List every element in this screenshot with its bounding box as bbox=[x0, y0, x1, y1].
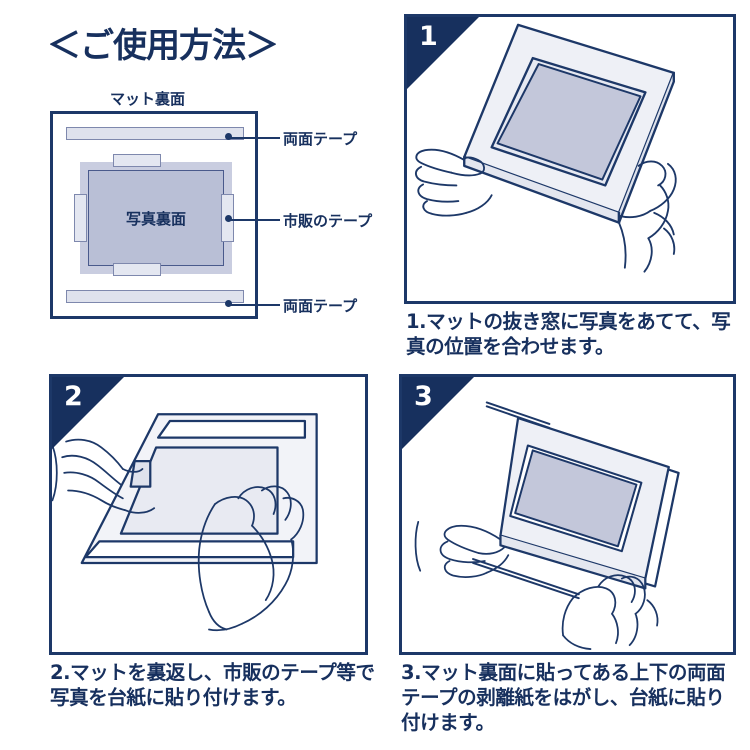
callout-label-tape-side: 市販のテープ bbox=[283, 212, 373, 230]
callout-label-tape-top: 両面テープ bbox=[283, 130, 358, 148]
retail-tape-bottom bbox=[113, 263, 161, 276]
photo-back-surface: 写真裏面 bbox=[88, 170, 224, 266]
step-2-number: 2 bbox=[64, 381, 83, 412]
mat-back-diagram: マット裏面 写真裏面 両面テープ 市販のテープ 両面テープ bbox=[40, 88, 385, 343]
mat-outline: 写真裏面 bbox=[50, 111, 258, 319]
step-panel-1: 1 bbox=[404, 14, 736, 304]
step-1-caption: 1.マットの抜き窓に写真をあてて、写真の位置を合わせます。 bbox=[406, 310, 731, 358]
step-3-illustration bbox=[414, 401, 680, 650]
page-title: ＜ご使用方法＞ bbox=[47, 26, 279, 66]
step-1-illustration bbox=[415, 23, 677, 273]
step-3-caption: 3.マット裏面に貼ってある上下の両面テープの剥離紙をはがし、台紙に貼り付けます。 bbox=[401, 661, 726, 734]
step-1-badge bbox=[407, 17, 479, 89]
double-sided-tape-top bbox=[66, 127, 244, 140]
retail-tape-left bbox=[74, 194, 87, 242]
callout-line-tape-side bbox=[228, 218, 280, 221]
step-2-badge bbox=[52, 377, 124, 449]
callout-label-tape-bottom: 両面テープ bbox=[283, 297, 358, 315]
mat-back-label: マット裏面 bbox=[110, 90, 186, 108]
step-2-caption: 2.マットを裏返し、市販のテープ等で写真を台紙に貼り付けます。 bbox=[50, 661, 375, 709]
retail-tape-top bbox=[113, 154, 161, 167]
callout-line-tape-bottom bbox=[228, 303, 280, 306]
photo-area: 写真裏面 bbox=[80, 162, 232, 274]
step-2-illustration bbox=[52, 413, 318, 632]
step-1-number: 1 bbox=[419, 21, 438, 52]
callout-spine bbox=[255, 136, 258, 307]
step-3-badge bbox=[402, 377, 474, 449]
callout-line-tape-top bbox=[228, 136, 280, 139]
step-3-number: 3 bbox=[414, 381, 433, 412]
step-panel-2: 2 bbox=[49, 374, 368, 655]
photo-back-label: 写真裏面 bbox=[125, 209, 186, 228]
double-sided-tape-bottom bbox=[66, 290, 244, 303]
step-panel-3: 3 bbox=[399, 374, 736, 655]
